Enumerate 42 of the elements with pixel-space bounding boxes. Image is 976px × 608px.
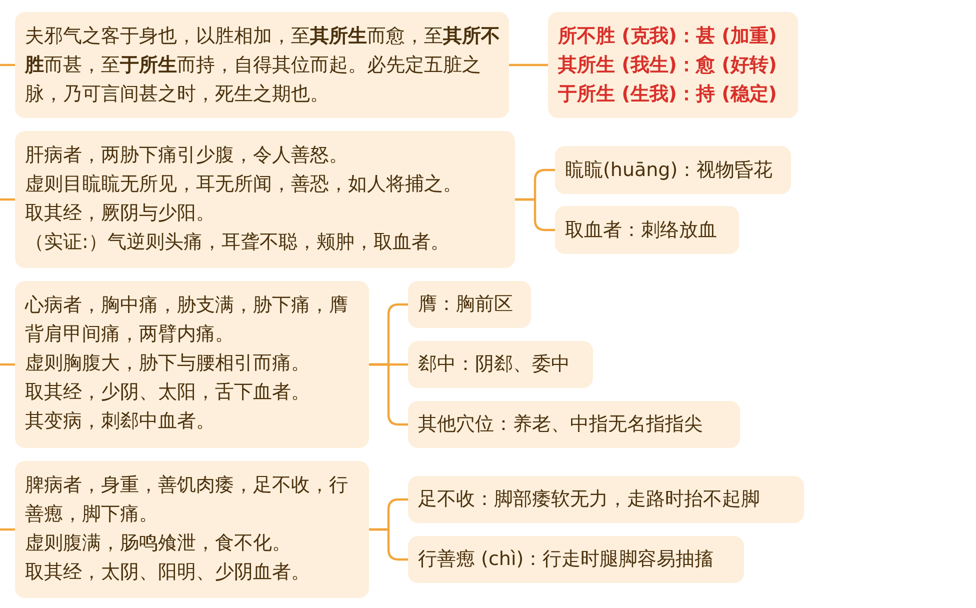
- highlight-text: 所不胜 (克我)：甚 (加重): [558, 24, 778, 49]
- highlight-text: 于所生 (生我)：持 (稳定): [558, 82, 778, 107]
- card-text: 夫邪气之客于身也，以胜相加，至其所生而愈，至其所不胜而甚，至于所生而持，自得其位而起。必先定五脏之脉，乃可言间甚之时，死生之期也。: [25, 24, 501, 107]
- card-text: 虚则胸腹大，胁下与腰相引而痛。: [25, 351, 311, 376]
- card-text: 其他穴位：养老、中指无名指指尖: [418, 412, 703, 437]
- card-text: 行善瘛 (chì)：行走时腿脚容易抽搐: [418, 547, 714, 572]
- note-card: [408, 476, 804, 523]
- note-card: [555, 206, 739, 254]
- note-card: [548, 12, 798, 118]
- card-text: 取其经，少阴、太阳，舌下血者。: [25, 380, 311, 405]
- connector-line: [369, 528, 408, 561]
- connector-line: [0, 64, 15, 66]
- text-card: [15, 12, 509, 118]
- connector-line: [0, 363, 15, 366]
- note-card: [408, 341, 593, 388]
- card-text: 取其经，太阴、阳明、少阴血者。: [25, 560, 311, 585]
- card-text: 郄中：阴郄、委中: [418, 352, 570, 377]
- card-text: （实证:）气逆则头痛，耳聋不聪，颊肿，取血者。: [25, 230, 450, 255]
- card-text: 脾病者，身重，善饥肉痿，足不收，行善瘛，脚下痛。: [25, 473, 349, 527]
- card-text: 取血者：刺络放血: [565, 218, 717, 242]
- card-text: 其变病，刺郄中血者。: [25, 409, 216, 434]
- note-card: [408, 401, 740, 448]
- note-card: [408, 281, 531, 328]
- text-card: [15, 461, 369, 598]
- connector-line: [0, 528, 15, 531]
- card-text: 取其经，厥阴与少阳。: [25, 201, 216, 226]
- card-text: 足不收：脚部痿软无力，走路时抬不起脚: [418, 487, 760, 512]
- connector-line: [509, 64, 548, 66]
- text-card: [15, 281, 369, 448]
- text-card: [15, 131, 515, 268]
- connector-line: [0, 198, 15, 201]
- highlight-text: 其所生 (我生)：愈 (好转): [558, 53, 778, 78]
- note-card: [555, 146, 791, 194]
- card-text: 肝病者，两胁下痛引少腹，令人善怒。: [25, 143, 349, 168]
- card-text: 虚则腹满，肠鸣飧泄，食不化。: [25, 531, 292, 556]
- connector-line: [515, 198, 555, 232]
- card-text: 虚则目䀮䀮无所见，耳无所闻，善恐，如人将捕之。: [25, 172, 463, 197]
- card-text: 膺：胸前区: [418, 292, 513, 317]
- card-text: 䀮䀮(huāng)：视物昏花: [565, 158, 773, 182]
- card-text: 心病者，胸中痛，胁支满，胁下痛，膺背肩甲间痛，两臂内痛。: [25, 293, 349, 347]
- note-card: [408, 536, 744, 583]
- connector-line: [369, 363, 408, 426]
